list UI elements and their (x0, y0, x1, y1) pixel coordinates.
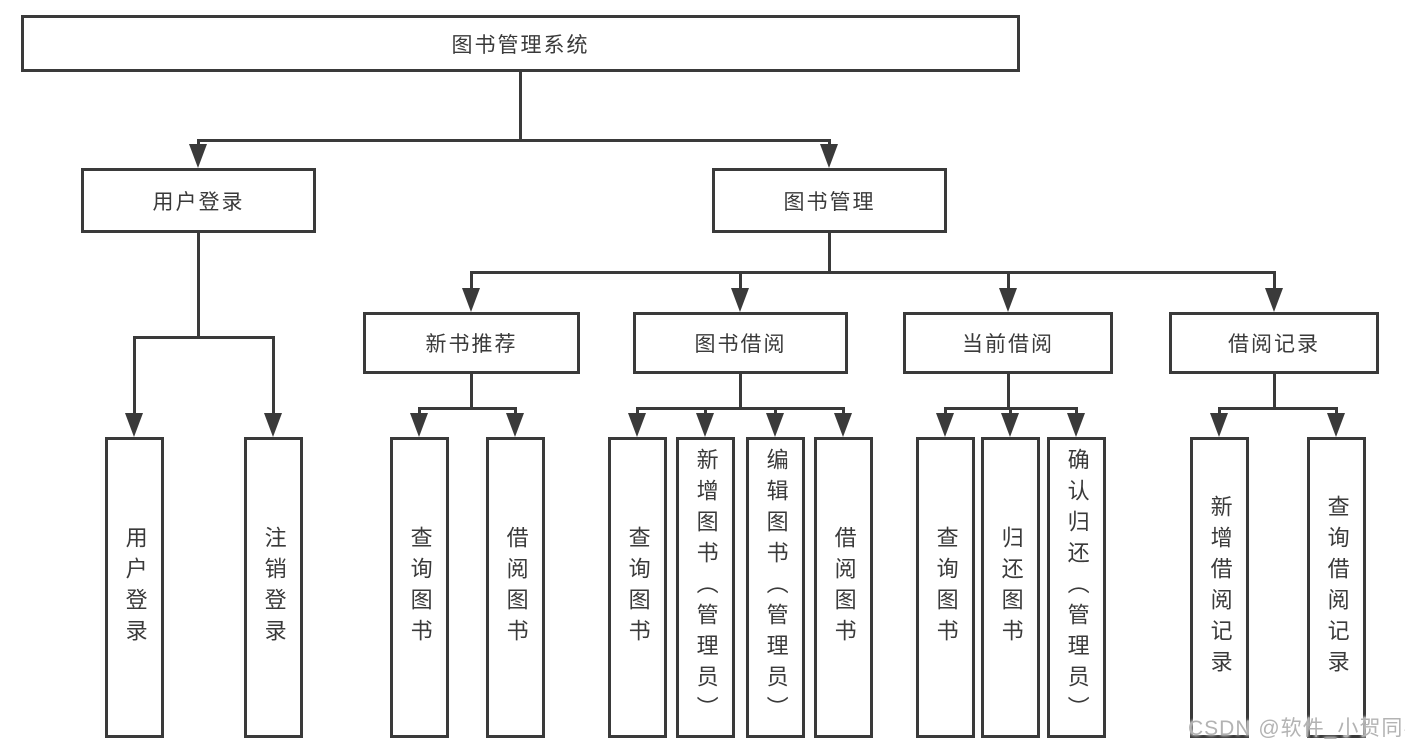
node-label: 新书推荐 (425, 333, 518, 356)
connector-level3-bus (470, 271, 1276, 274)
node-library-management-system: 图书管理系统 (21, 15, 1020, 72)
leaf-user-login: 用户登录 (105, 437, 164, 738)
leaf-add-book-admin: 新增图书（管理员） (676, 437, 735, 738)
node-label: 查询图书 (407, 525, 433, 650)
node-label: 新增图书（管理员） (693, 448, 719, 727)
leaf-add-borrow-record: 新增借阅记录 (1190, 437, 1249, 738)
node-borrowing-records: 借阅记录 (1169, 312, 1379, 374)
node-label: 用户登录 (152, 190, 245, 214)
node-book-borrowing: 图书借阅 (633, 312, 848, 374)
connector-leaf-stem (774, 407, 777, 417)
arrowhead-leaf (834, 413, 852, 437)
arrowhead-book-mgmt (820, 144, 838, 168)
connector-newbook-down (470, 374, 473, 410)
connector-user-login-stem (197, 139, 200, 147)
node-user-login: 用户登录 (81, 168, 316, 233)
leaf-query-books-current: 查询图书 (916, 437, 975, 738)
connector-newbook-stem (470, 271, 473, 291)
arrowhead-user-login (189, 144, 207, 168)
arrowhead-current (999, 288, 1017, 312)
connector-leaf-stem (418, 407, 421, 417)
connector-leaf-stem (514, 407, 517, 417)
connector-user-login-bus (133, 336, 275, 339)
connector-leaf-stem (842, 407, 845, 417)
connector-borrowing-bus (636, 407, 845, 410)
node-label: 查询图书 (625, 525, 651, 650)
leaf-borrow-books-borrowing: 借阅图书 (814, 437, 873, 738)
connector-leaf-login-stem (133, 336, 136, 416)
node-label: 新增借阅记录 (1207, 494, 1233, 681)
node-label: 注销登录 (261, 525, 287, 650)
node-current-borrowing: 当前借阅 (903, 312, 1113, 374)
arrowhead-leaf (1067, 413, 1085, 437)
arrowhead-leaf (1001, 413, 1019, 437)
csdn-watermark: CSDN @软件_小贺同学 (1188, 717, 1405, 740)
arrowhead-leaf-login (125, 413, 143, 437)
leaf-query-borrow-record: 查询借阅记录 (1307, 437, 1366, 738)
connector-leaf-stem (1335, 407, 1338, 417)
connector-borrowing-down (739, 374, 742, 410)
leaf-logout: 注销登录 (244, 437, 303, 738)
arrowhead-leaf (766, 413, 784, 437)
arrowhead-leaf (696, 413, 714, 437)
arrowhead-leaf (1210, 413, 1228, 437)
node-label: 图书管理系统 (451, 33, 590, 57)
node-label: 编辑图书（管理员） (763, 448, 789, 727)
arrowhead-newbook (462, 288, 480, 312)
arrowhead-leaf-logout (264, 413, 282, 437)
arrowhead-records (1265, 288, 1283, 312)
connector-records-down (1273, 374, 1276, 410)
connector-book-mgmt-down (828, 233, 831, 274)
arrowhead-leaf (936, 413, 954, 437)
node-label: 借阅记录 (1228, 333, 1320, 356)
connector-leaf-stem (704, 407, 707, 417)
leaf-query-books-recommend: 查询图书 (390, 437, 449, 738)
node-label: 用户登录 (122, 525, 148, 650)
connector-leaf-stem (1009, 407, 1012, 417)
leaf-borrow-books-recommend: 借阅图书 (486, 437, 545, 738)
connector-book-mgmt-stem (828, 139, 831, 147)
node-label: 查询借阅记录 (1324, 494, 1350, 681)
node-label: 图书借阅 (694, 333, 787, 356)
node-label: 确认归还（管理员） (1064, 448, 1090, 727)
node-label: 借阅图书 (503, 525, 529, 650)
leaf-confirm-return-admin: 确认归还（管理员） (1047, 437, 1106, 738)
node-label: 当前借阅 (962, 333, 1054, 356)
connector-leaf-stem (1075, 407, 1078, 417)
connector-current-stem (1007, 271, 1010, 291)
connector-current-down (1007, 374, 1010, 410)
node-label: 归还图书 (998, 525, 1024, 650)
arrowhead-leaf (410, 413, 428, 437)
arrowhead-leaf (628, 413, 646, 437)
connector-newbook-bus (418, 407, 517, 410)
arrowhead-leaf (1327, 413, 1345, 437)
node-label: 借阅图书 (831, 525, 857, 650)
connector-root-stem (519, 72, 522, 142)
connector-leaf-stem (636, 407, 639, 417)
connector-leaf-stem (944, 407, 947, 417)
leaf-edit-book-admin: 编辑图书（管理员） (746, 437, 805, 738)
connector-level2-bus (197, 139, 831, 142)
connector-user-login-down (197, 233, 200, 339)
connector-records-stem (1273, 271, 1276, 291)
leaf-return-books: 归还图书 (981, 437, 1040, 738)
connector-leaf-logout-stem (272, 336, 275, 416)
node-new-book-recommendation: 新书推荐 (363, 312, 580, 374)
arrowhead-borrowing (731, 288, 749, 312)
connector-leaf-stem (1218, 407, 1221, 417)
node-label: 查询图书 (933, 525, 959, 650)
node-book-management: 图书管理 (712, 168, 947, 233)
connector-borrowing-stem (739, 271, 742, 291)
leaf-query-books-borrowing: 查询图书 (608, 437, 667, 738)
connector-records-bus (1218, 407, 1338, 410)
arrowhead-leaf (506, 413, 524, 437)
node-label: 图书管理 (783, 190, 876, 214)
